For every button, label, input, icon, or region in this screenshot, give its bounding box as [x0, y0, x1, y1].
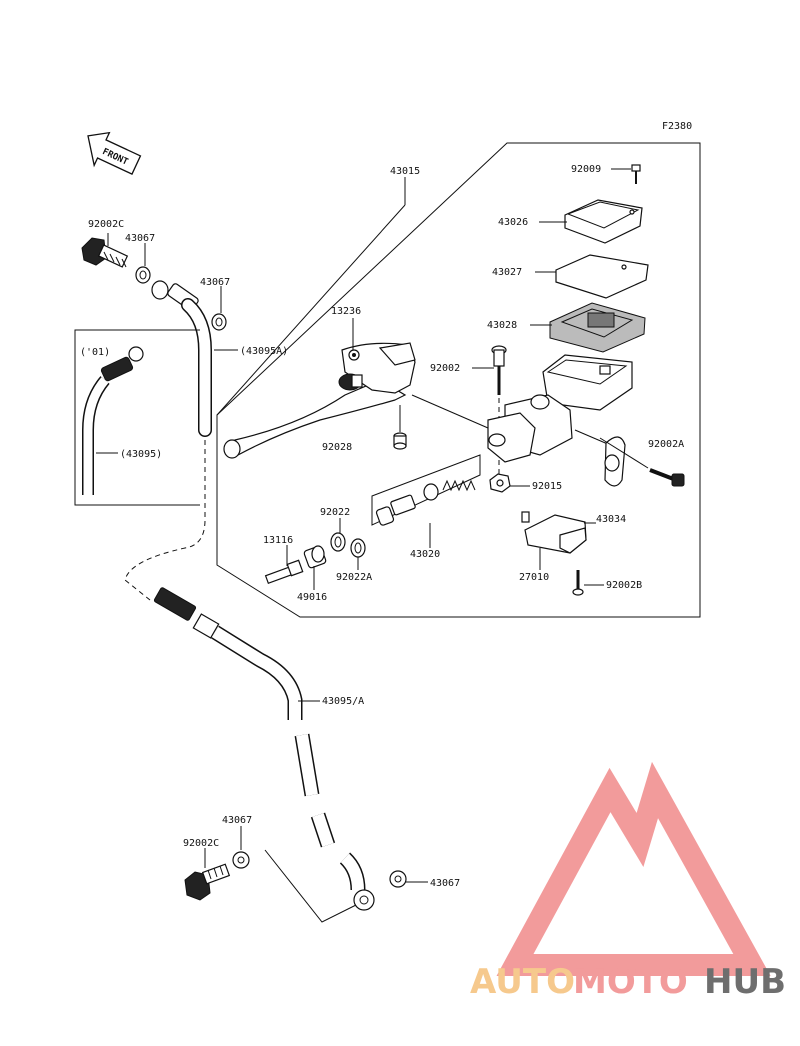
clutch-lever [223, 342, 416, 459]
crush-washer-d [389, 870, 407, 888]
lever-bushing [393, 432, 407, 450]
crush-washer-b [211, 313, 227, 331]
reservoir-screw [611, 164, 641, 184]
label-43095A: (43095A) [240, 346, 288, 357]
assembly-boundary [216, 142, 701, 618]
figure-code: F2380 [662, 121, 692, 132]
dust-boot [303, 545, 327, 569]
lever-adjuster [338, 373, 363, 391]
pivot-bolt [491, 345, 507, 418]
variant-hose-fitting [82, 346, 144, 495]
label-92002C-bot: 92002C [183, 838, 219, 849]
reservoir-diaphragm [549, 302, 646, 353]
switch-screw [572, 570, 584, 596]
label-43067-a: 43067 [125, 233, 155, 244]
clutch-hose-lower [153, 587, 375, 911]
handlebar-clamp [604, 436, 626, 487]
label-43095: (43095) [120, 449, 162, 460]
label-92022: 92022 [320, 507, 350, 518]
label-13236: 13236 [331, 306, 361, 317]
automotohub-watermark: AUTO MOTO HUB [470, 761, 786, 1002]
label-92028: 92028 [322, 442, 352, 453]
front-arrow-icon: FRONT [87, 131, 142, 175]
label-43020: 43020 [410, 549, 440, 560]
label-13116: 13116 [263, 535, 293, 546]
lower-bracket-line [264, 849, 357, 923]
watermark-word-auto: AUTO [470, 962, 575, 1002]
label-43095-A: 43095/A [322, 696, 364, 707]
clutch-switch [521, 511, 587, 554]
banjo-bolt-lower [184, 863, 231, 901]
label-43067-b: 43067 [200, 277, 230, 288]
piston-kit [371, 454, 481, 526]
push-rod [264, 559, 304, 585]
label-27010: 27010 [519, 572, 549, 583]
label-92015: 92015 [532, 481, 562, 492]
master-cylinder-body [487, 354, 633, 463]
variant-box [74, 329, 200, 506]
crush-washer-c [232, 851, 250, 869]
label-43028: 43028 [487, 320, 517, 331]
diaphragm-plate [555, 254, 649, 299]
reservoir-cap [564, 199, 643, 244]
hose-routing-upper [124, 440, 206, 601]
hose-fitting-upper [151, 280, 212, 437]
label-92002C-top: 92002C [88, 219, 124, 230]
label-92002: 92002 [430, 363, 460, 374]
pivot-nut [489, 473, 511, 493]
variant-note: ('01) [80, 347, 110, 358]
circlip [330, 532, 346, 552]
washer [350, 538, 366, 558]
label-92002B: 92002B [606, 580, 642, 591]
watermark-triangle-icon [496, 761, 771, 976]
label-43067-d: 43067 [430, 878, 460, 889]
label-92022A: 92022A [336, 572, 372, 583]
label-43026: 43026 [498, 217, 528, 228]
label-43027: 43027 [492, 267, 522, 278]
crush-washer-a [135, 266, 151, 284]
watermark-word-hub: HUB [704, 962, 786, 1002]
clamp-bolt [649, 468, 685, 487]
label-43015: 43015 [390, 166, 420, 177]
watermark-word-moto: MOTO [573, 962, 688, 1002]
label-92002A: 92002A [648, 439, 684, 450]
banjo-bolt-upper [81, 237, 129, 268]
label-43067-c: 43067 [222, 815, 252, 826]
label-43034: 43034 [596, 514, 626, 525]
label-49016: 49016 [297, 592, 327, 603]
label-92009: 92009 [571, 164, 601, 175]
